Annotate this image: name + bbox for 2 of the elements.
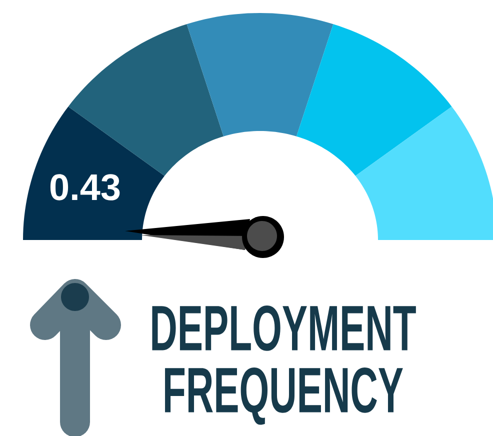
title: DEPLOYMENT FREQUENCY [152,306,416,425]
gauge-value: 0.43 [50,174,120,200]
